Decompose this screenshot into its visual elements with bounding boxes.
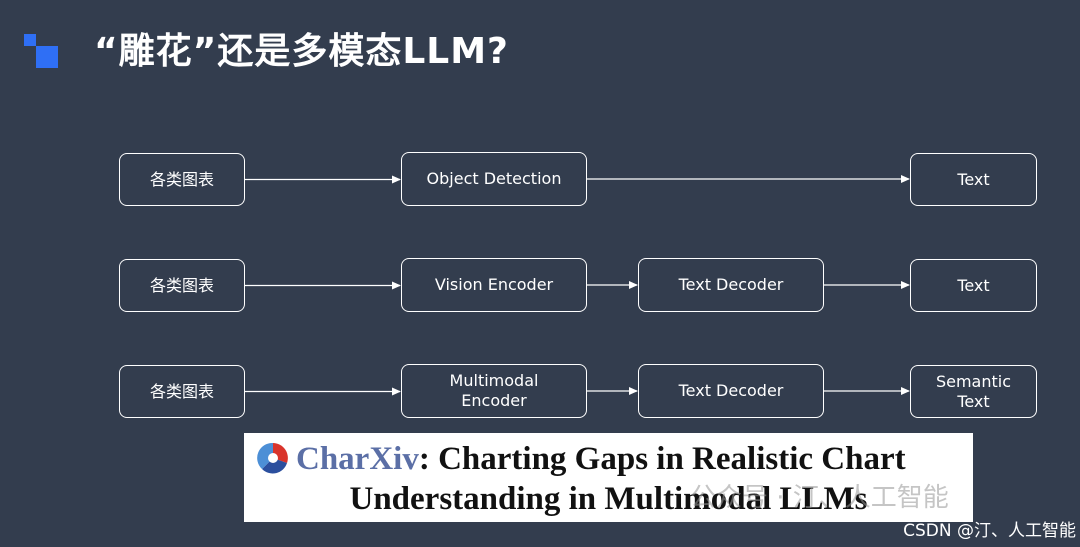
banner-title-line-2: Understanding in Multimodal LLMs <box>349 481 868 517</box>
node-r2-output: Text <box>910 259 1037 312</box>
node-r2-input: 各类图表 <box>119 259 245 312</box>
source-credit: CSDN @汀、人工智能 <box>903 521 1076 541</box>
node-r1-input: 各类图表 <box>119 153 245 206</box>
slide-title: “雕花”还是多模态LLM? <box>94 31 509 72</box>
node-r3-encoder: Multimodal Encoder <box>401 364 587 418</box>
banner-brand: CharXiv <box>296 441 419 477</box>
node-r3-output: Semantic Text <box>910 365 1037 418</box>
node-r1-detect: Object Detection <box>401 152 587 206</box>
banner-title-line-1: CharXiv: Charting Gaps in Realistic Char… <box>296 439 906 479</box>
logo-square-large <box>36 46 58 68</box>
node-r2-decoder: Text Decoder <box>638 258 824 312</box>
watermark-text: 公众号 · 汀、人工智能 <box>690 483 949 513</box>
slide-logo-mark <box>24 34 60 70</box>
logo-square-small <box>24 34 36 46</box>
node-r3-decoder: Text Decoder <box>638 364 824 418</box>
node-r1-output: Text <box>910 153 1037 206</box>
paper-title-banner: CharXiv: Charting Gaps in Realistic Char… <box>244 433 973 522</box>
node-r3-input: 各类图表 <box>119 365 245 418</box>
node-r2-encoder: Vision Encoder <box>401 258 587 312</box>
charxiv-logo-icon <box>257 442 288 474</box>
banner-title-rest: : Charting Gaps in Realistic Chart <box>418 441 906 477</box>
